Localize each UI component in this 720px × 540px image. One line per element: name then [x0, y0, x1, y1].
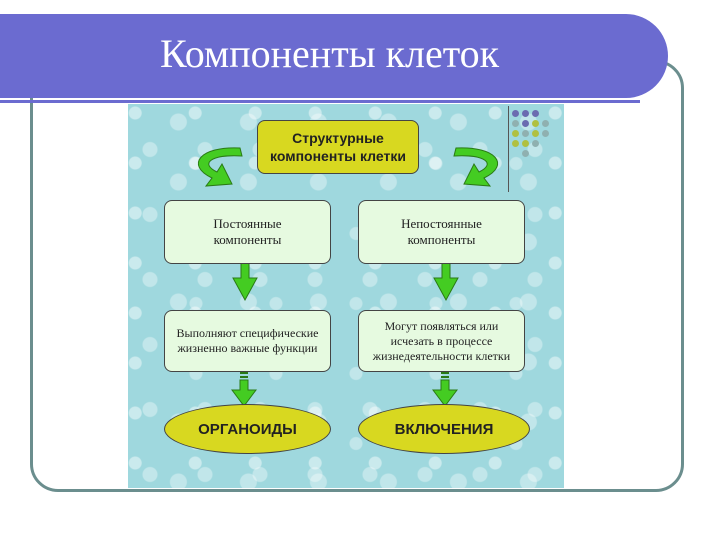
curved-arrow-left	[198, 147, 243, 187]
down-arrow-right-2	[432, 372, 458, 407]
title-bar	[0, 14, 668, 98]
permanent-components-label: Постоянные компоненты	[213, 216, 282, 247]
slide-title: Компоненты клеток	[160, 31, 500, 76]
non-permanent-function-box: Могут появляться или исчезать в процессе…	[358, 310, 525, 372]
organoids-oval: ОРГАНОИДЫ	[164, 404, 331, 454]
inclusions-oval: ВКЛЮЧЕНИЯ	[358, 404, 530, 454]
non-permanent-components-label: Непостоянные компоненты	[401, 216, 482, 247]
decor-divider	[508, 106, 509, 192]
root-node: Структурные компоненты клетки	[257, 120, 419, 174]
curved-arrow-right	[453, 147, 498, 187]
permanent-components-box: Постоянные компоненты	[164, 200, 331, 264]
non-permanent-function-text: Могут появляться или исчезать в процессе…	[372, 318, 511, 363]
permanent-function-text: Выполняют специфические жизненно важные …	[176, 326, 319, 355]
organoids-label: ОРГАНОИДЫ	[198, 420, 297, 438]
title-underline	[0, 100, 640, 103]
non-permanent-components-box: Непостоянные компоненты	[358, 200, 525, 264]
permanent-function-box: Выполняют специфические жизненно важные …	[164, 310, 331, 372]
inclusions-label: ВКЛЮЧЕНИЯ	[394, 420, 494, 438]
down-arrow-left-2	[231, 372, 257, 407]
